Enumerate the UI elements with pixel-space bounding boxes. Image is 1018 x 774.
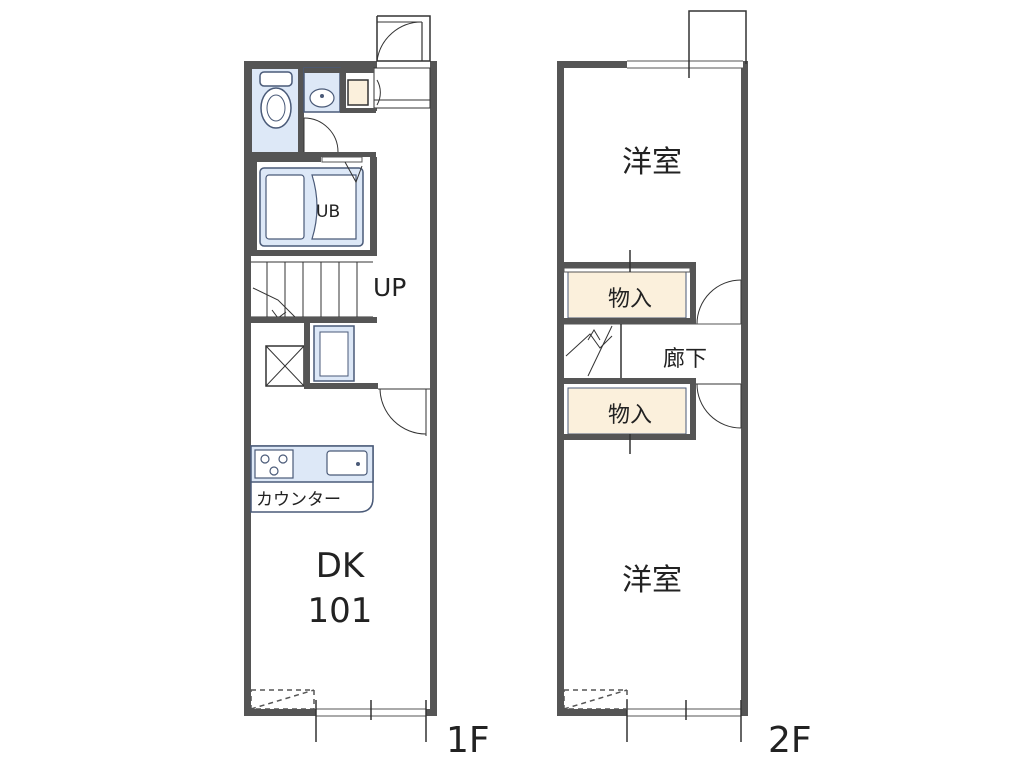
storage-top xyxy=(563,250,696,324)
label-up: UP xyxy=(373,273,406,302)
label-western-room-top: 洋室 xyxy=(622,145,682,180)
first-floor-bottom-window xyxy=(315,700,427,742)
kitchen-counter xyxy=(250,445,374,513)
label-storage-top: 物入 xyxy=(608,287,652,312)
interior-door xyxy=(378,388,430,436)
utility-area xyxy=(265,323,378,389)
hallway xyxy=(564,323,741,378)
sink-icon xyxy=(326,450,368,476)
door-lower-room xyxy=(696,383,742,429)
label-counter: カウンター xyxy=(256,490,341,510)
label-storage-bottom: 物入 xyxy=(608,403,652,428)
second-floor: 洋室 物入 廊下 物入 洋室 2F xyxy=(557,10,812,761)
toilet-room xyxy=(250,67,376,157)
first-floor: UP UB カウンター DK 101 1F xyxy=(244,15,490,761)
first-floor-dashed-storage xyxy=(250,689,315,710)
stove-icon xyxy=(254,449,294,479)
label-ub: UB xyxy=(316,202,340,222)
floor-label-1f: 1F xyxy=(446,720,490,761)
second-floor-dashed-storage xyxy=(563,689,628,710)
second-floor-bottom-window xyxy=(626,700,742,742)
label-hallway: 廊下 xyxy=(663,347,707,372)
staircase xyxy=(251,261,373,319)
unit-bath xyxy=(251,156,377,256)
door-upper-room xyxy=(696,279,742,325)
label-unit-number: 101 xyxy=(308,591,373,631)
toilet-icon xyxy=(259,71,293,129)
floor-label-2f: 2F xyxy=(768,720,812,761)
storage-bottom xyxy=(564,378,696,454)
entrance xyxy=(347,15,431,111)
second-floor-top-window xyxy=(627,10,747,78)
label-dk: DK xyxy=(316,546,366,586)
label-western-room-bottom: 洋室 xyxy=(622,563,682,598)
toilet-door xyxy=(303,117,339,153)
wash-basin xyxy=(303,67,376,113)
